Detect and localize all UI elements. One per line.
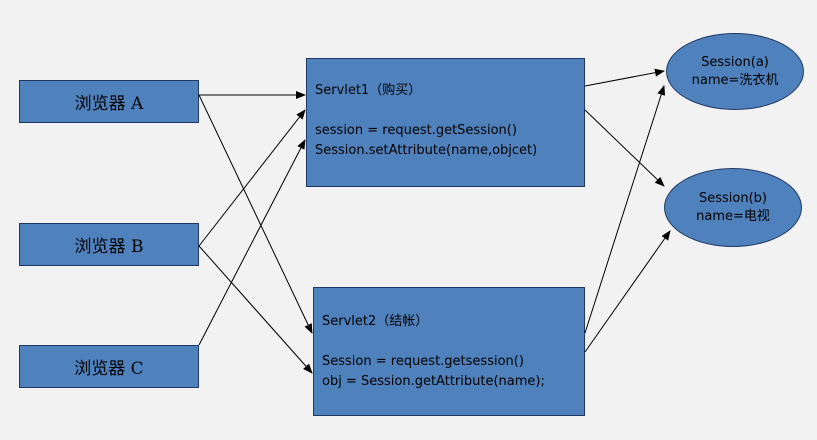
- browser-b-label: 浏览器 B: [74, 237, 144, 257]
- arrow-servlet1-to-session-a: [584, 68, 665, 87]
- session-a-title: Session(a): [701, 54, 769, 70]
- session-a-value: name=洗衣机: [691, 72, 779, 88]
- browser-a-box: 浏览器 A: [19, 80, 199, 123]
- session-b-ellipse: Session(b) name=电视: [664, 168, 802, 247]
- arrow-browser-c-to-servlet1: [198, 139, 306, 346]
- arrow-browser-b-to-servlet1: [198, 109, 306, 247]
- session-b-title: Session(b): [699, 190, 767, 206]
- arrow-browser-b-to-servlet2: [198, 245, 313, 374]
- browser-b-box: 浏览器 B: [19, 223, 199, 266]
- servlet1-line-2: Session.setAttribute(name,objcet): [315, 143, 538, 158]
- arrow-servlet2-to-session-a: [584, 85, 666, 334]
- servlet2-title: Servlet2（结帐）: [322, 314, 429, 329]
- browser-a-label: 浏览器 A: [74, 94, 144, 114]
- servlet2-line-1: Session = request.getsession(): [322, 354, 524, 369]
- servlet1-title: Servlet1（购买）: [315, 83, 422, 98]
- browser-c-label: 浏览器 C: [74, 359, 144, 379]
- arrow-servlet1-to-session-b: [584, 109, 665, 187]
- servlet1-line-1: session = request.getSession(): [315, 123, 517, 138]
- servlet2-line-2: obj = Session.getAttribute(name);: [322, 374, 545, 389]
- servlet1-box: Servlet1（购买） session = request.getSessio…: [306, 58, 585, 187]
- servlet2-box: Servlet2（结帐） Session = request.getsessio…: [313, 287, 585, 416]
- arrow-browser-a-to-servlet2: [198, 94, 313, 334]
- browser-c-box: 浏览器 C: [19, 345, 199, 388]
- session-a-ellipse: Session(a) name=洗衣机: [666, 33, 804, 110]
- session-b-value: name=电视: [696, 208, 770, 224]
- arrow-servlet2-to-session-b: [584, 230, 671, 353]
